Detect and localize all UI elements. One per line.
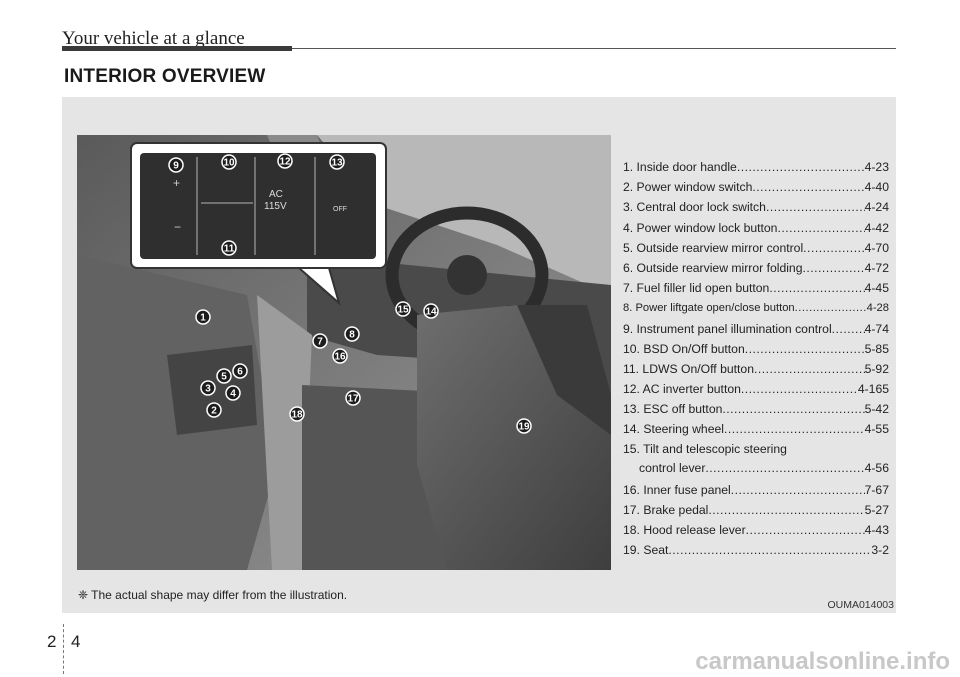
legend-item: 3. Central door lock switch 4-24 — [623, 197, 889, 217]
page-number-divider — [63, 624, 64, 674]
callout-label: 6 — [237, 367, 243, 378]
callout-label: 1 — [200, 313, 206, 324]
callout-1: 1 — [195, 309, 211, 325]
legend-item: 9. Instrument panel illumination control… — [623, 319, 889, 339]
callout-label: 10 — [223, 158, 235, 169]
legend-item: 12. AC inverter button4-165 — [623, 379, 889, 399]
page-number-section: 2 — [47, 632, 57, 651]
esc-off-label: OFF — [333, 206, 347, 213]
callout-2: 2 — [206, 402, 222, 418]
component-legend: 1. Inside door handle 4-23 2. Power wind… — [623, 157, 889, 560]
legend-item: 15. Tilt and telescopic steering control… — [623, 440, 889, 480]
callout-label: 15 — [397, 305, 409, 316]
voltage-label: 115V — [264, 201, 287, 212]
legend-item: 5. Outside rearview mirror control 4-70 — [623, 238, 889, 258]
brightness-minus-icon: − — [174, 220, 181, 234]
callout-7: 7 — [312, 333, 328, 349]
callout-18: 18 — [289, 406, 305, 422]
callout-12: 12 — [277, 153, 293, 169]
legend-item: 1. Inside door handle 4-23 — [623, 157, 889, 177]
illustration-code: OUMA014003 — [827, 599, 894, 611]
callout-3: 3 — [200, 380, 216, 396]
legend-item: 17. Brake pedal5-27 — [623, 500, 889, 520]
callout-label: 9 — [173, 161, 179, 172]
callout-19: 19 — [516, 418, 532, 434]
page-number: 4 — [71, 632, 81, 651]
callout-label: 12 — [279, 157, 291, 168]
legend-item: 19. Seat3-2 — [623, 540, 889, 560]
callout-16: 16 — [332, 348, 348, 364]
brightness-plus-icon: + — [173, 176, 180, 190]
callout-8: 8 — [344, 326, 360, 342]
legend-item: 10. BSD On/Off button5-85 — [623, 339, 889, 359]
legend-item: 6. Outside rearview mirror folding 4-72 — [623, 258, 889, 278]
section-header: Your vehicle at a glance — [62, 28, 245, 49]
callout-17: 17 — [345, 390, 361, 406]
callout-label: 16 — [334, 352, 346, 363]
callout-label: 17 — [347, 394, 359, 405]
callout-13: 13 — [329, 154, 345, 170]
legend-item: 4. Power window lock button 4-42 — [623, 218, 889, 238]
legend-item: 14. Steering wheel 4-55 — [623, 419, 889, 439]
callout-label: 13 — [331, 158, 343, 169]
callout-label: 8 — [349, 330, 355, 341]
legend-item: 18. Hood release lever4-43 — [623, 520, 889, 540]
legend-item: 2. Power window switch4-40 — [623, 177, 889, 197]
switch-inset-panel — [140, 153, 376, 259]
callout-6: 6 — [232, 363, 248, 379]
driver-seat-shape — [417, 305, 611, 570]
switch-inset-pointer — [296, 267, 341, 306]
callout-label: 4 — [230, 389, 236, 400]
legend-item: 16. Inner fuse panel 7-67 — [623, 480, 889, 500]
legend-item: 11. LDWS On/Off button5-92 — [623, 359, 889, 379]
callout-14: 14 — [423, 303, 439, 319]
ac-label: AC — [269, 189, 283, 200]
callout-5: 5 — [216, 368, 232, 384]
page-title: INTERIOR OVERVIEW — [64, 66, 266, 87]
header-rule — [292, 48, 896, 49]
callout-11: 11 — [221, 240, 237, 256]
header-bar — [62, 46, 292, 51]
callout-label: 3 — [205, 384, 211, 395]
callout-label: 11 — [224, 244, 235, 255]
legend-item: 7. Fuel filler lid open button 4-45 — [623, 278, 889, 298]
callout-10: 10 — [221, 154, 237, 170]
callout-label: 7 — [317, 337, 323, 348]
steering-hub-shape — [447, 255, 487, 295]
illustration-note: ❈ The actual shape may differ from the i… — [78, 588, 348, 602]
legend-item: 13. ESC off button 5-42 — [623, 399, 889, 419]
callout-15: 15 — [395, 301, 411, 317]
callout-9: 9 — [168, 157, 184, 173]
legend-item: 8. Power liftgate open/close button 4-28 — [623, 298, 889, 318]
callout-label: 19 — [518, 422, 530, 433]
callout-label: 18 — [291, 410, 303, 421]
door-frame-shape — [257, 295, 312, 570]
callout-4: 4 — [225, 385, 241, 401]
callout-label: 14 — [425, 307, 437, 318]
callout-label: 2 — [211, 406, 217, 417]
watermark: carmanualsonline.info — [695, 648, 950, 675]
callout-label: 5 — [221, 372, 227, 383]
